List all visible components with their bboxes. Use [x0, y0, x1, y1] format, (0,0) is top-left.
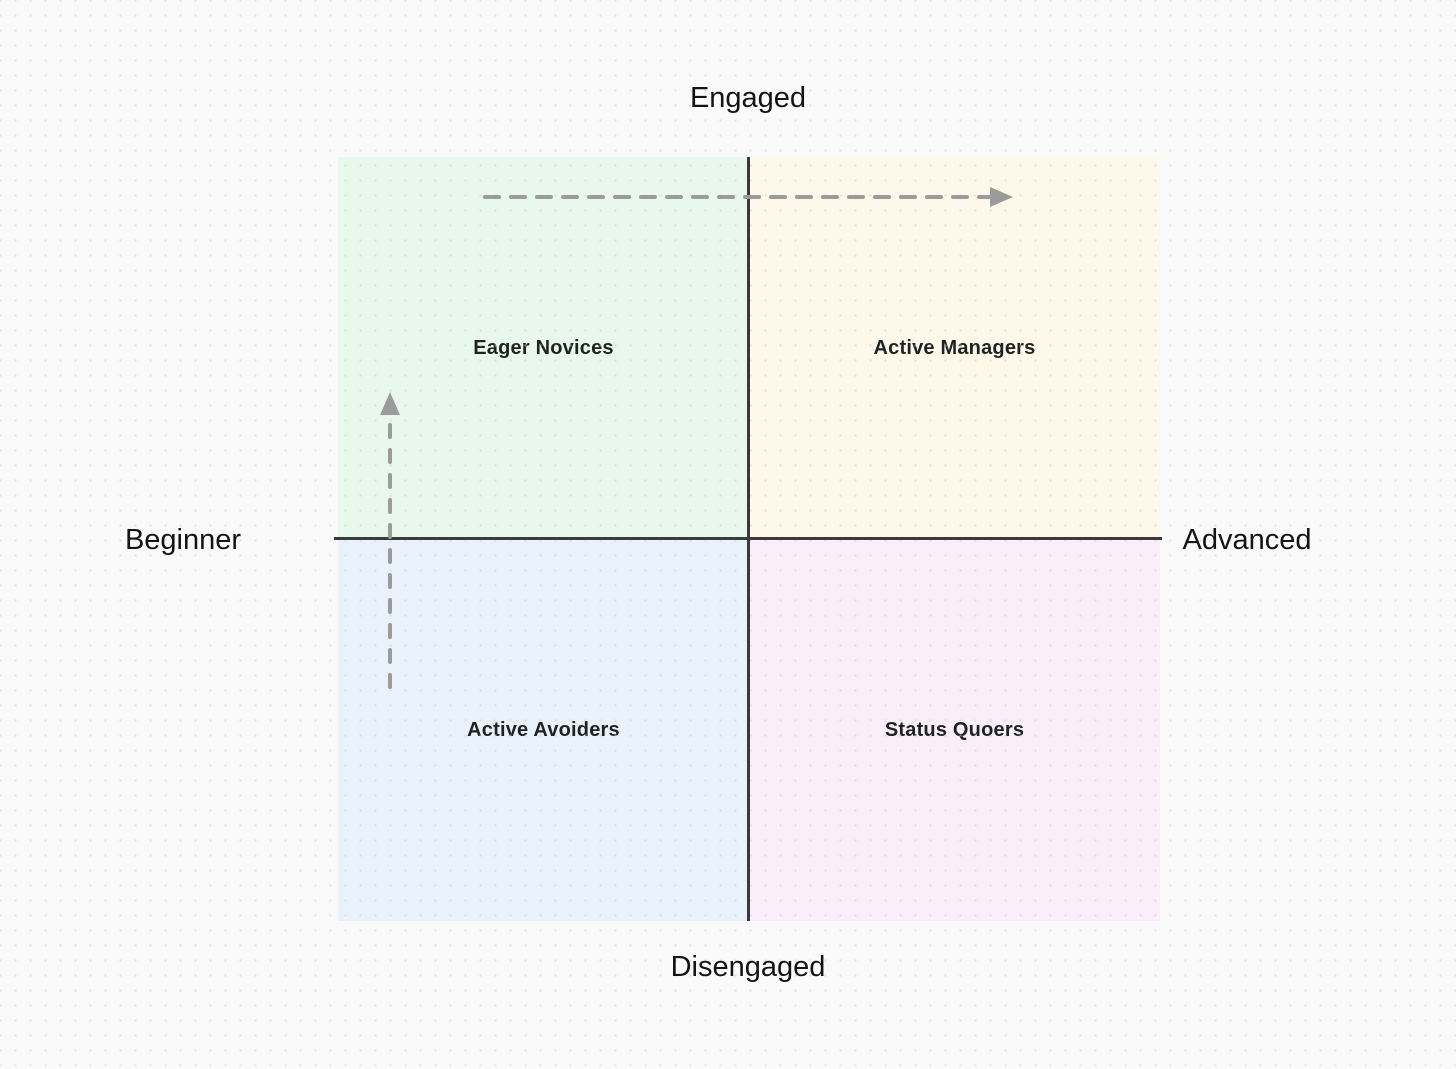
quadrant-label-active-managers: Active Managers [873, 336, 1036, 359]
quadrant-label-eager-novices: Eager Novices [473, 336, 614, 359]
quadrant-bottom-right: Status Quoers [749, 539, 1160, 921]
axis-label-beginner: Beginner [124, 524, 242, 556]
quadrant-bottom-left: Active Avoiders [338, 539, 749, 921]
axis-label-engaged: Engaged [689, 82, 807, 114]
quadrant-label-status-quoers: Status Quoers [884, 718, 1025, 741]
axis-label-disengaged: Disengaged [670, 951, 826, 983]
vertical-axis-line [747, 157, 750, 921]
quadrant-label-active-avoiders: Active Avoiders [467, 718, 620, 741]
quadrant-top-left: Eager Novices [338, 157, 749, 539]
axis-label-advanced: Advanced [1182, 524, 1312, 556]
quadrant-top-right: Active Managers [749, 157, 1160, 539]
